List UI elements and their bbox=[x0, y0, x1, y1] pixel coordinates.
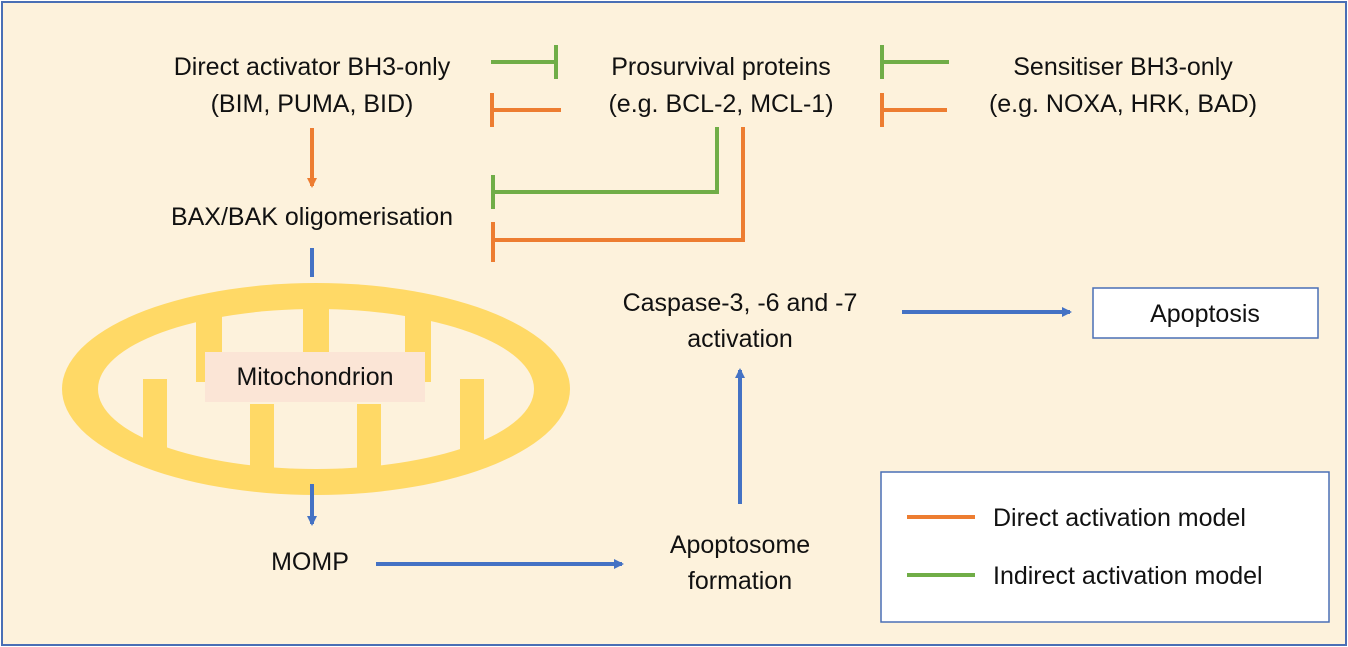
mitochondrion-label: Mitochondrion bbox=[236, 363, 393, 391]
inhibit-direct-to-prosurvival-green bbox=[491, 45, 558, 79]
direct-activator-examples: (BIM, PUMA, BID) bbox=[211, 90, 414, 118]
legend-indirect-label: Indirect activation model bbox=[993, 562, 1263, 590]
sensitiser-label: Sensitiser BH3-only bbox=[1013, 53, 1233, 81]
caspase-label: Caspase-3, -6 and -7 bbox=[623, 289, 858, 317]
momp-label: MOMP bbox=[271, 548, 349, 576]
legend-direct-label: Direct activation model bbox=[993, 504, 1246, 532]
inhibit-prosurvival-to-direct-orange bbox=[490, 93, 561, 127]
mitochondrion-label-box bbox=[205, 352, 425, 402]
direct-activator-label: Direct activator BH3-only bbox=[174, 53, 451, 81]
apoptosome-label-line2: formation bbox=[688, 567, 792, 595]
apoptosis-box bbox=[1092, 287, 1319, 339]
inhibit-sensitiser-to-prosurvival-green bbox=[880, 45, 949, 79]
prosurvival-label: Prosurvival proteins bbox=[611, 53, 831, 81]
apoptosome-label: Apoptosome bbox=[670, 531, 810, 559]
inhibit-sensitiser-to-prosurvival-orange bbox=[880, 93, 947, 127]
inhibit-prosurvival-to-baxbak-green bbox=[491, 127, 719, 209]
inhibit-prosurvival-to-baxbak-orange bbox=[491, 127, 745, 262]
bax-bak-label: BAX/BAK oligomerisation bbox=[171, 203, 453, 231]
caspase-label-line2: activation bbox=[687, 325, 793, 353]
apoptosis-label: Apoptosis bbox=[1150, 300, 1260, 328]
legend-box bbox=[880, 471, 1330, 623]
sensitiser-examples: (e.g. NOXA, HRK, BAD) bbox=[989, 90, 1257, 118]
prosurvival-examples: (e.g. BCL-2, MCL-1) bbox=[608, 90, 833, 118]
